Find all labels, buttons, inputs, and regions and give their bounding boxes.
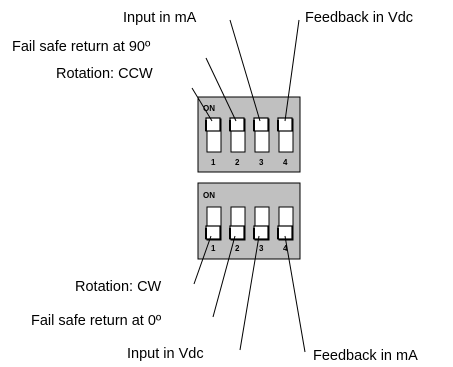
bottom-switch-number-4: 4 [283, 244, 288, 253]
bottom-switch-1[interactable] [205, 206, 222, 241]
top-switch-number-4: 4 [283, 158, 288, 167]
bottom-switch-1-lever [205, 225, 221, 240]
leader-rotation-ccw [191, 87, 213, 122]
bottom-switch-2-lever [229, 225, 245, 240]
leader-input-ma [229, 19, 261, 122]
leader-feedback-ma [284, 235, 306, 353]
label-input-in-vdc: Input in Vdc [127, 346, 204, 362]
label-feedback-in-vdc: Feedback in Vdc [305, 10, 413, 26]
bottom-switch-3[interactable] [253, 206, 270, 241]
leader-input-vdc [239, 235, 260, 351]
top-switch-number-2: 2 [235, 158, 240, 167]
bottom-switch-2[interactable] [229, 206, 246, 241]
top-switch-1[interactable] [205, 117, 222, 153]
leader-fail-safe-90 [205, 57, 237, 122]
label-input-in-ma: Input in mA [123, 10, 197, 26]
top-panel-on-label: ON [203, 104, 215, 113]
label-fail-safe-0: Fail safe return at 0º [31, 313, 162, 329]
top-dip-panel: ON 1 2 3 4 [197, 96, 301, 173]
top-switch-4[interactable] [277, 117, 294, 153]
bottom-switch-4[interactable] [277, 206, 294, 241]
bottom-switch-number-3: 3 [259, 244, 264, 253]
leader-feedback-vdc [284, 19, 300, 122]
bottom-switch-3-lever [253, 225, 269, 240]
bottom-switch-number-1: 1 [211, 244, 216, 253]
top-switch-1-lever [205, 117, 221, 132]
label-rotation-cw: Rotation: CW [75, 279, 162, 295]
top-switch-number-3: 3 [259, 158, 264, 167]
leader-lines [191, 19, 306, 353]
label-feedback-in-ma: Feedback in mA [313, 348, 418, 364]
top-switch-2[interactable] [229, 117, 246, 153]
top-switch-2-lever [229, 117, 245, 132]
bottom-dip-panel: ON 1 2 3 4 [197, 182, 301, 260]
bottom-switch-number-2: 2 [235, 244, 240, 253]
top-switch-3[interactable] [253, 117, 270, 153]
label-fail-safe-90: Fail safe return at 90º [12, 39, 151, 55]
top-switch-number-1: 1 [211, 158, 216, 167]
label-rotation-ccw: Rotation: CCW [56, 66, 153, 82]
bottom-panel-on-label: ON [203, 191, 215, 200]
leader-fail-safe-0 [212, 235, 236, 318]
top-switch-3-lever [253, 117, 269, 132]
leader-rotation-cw [193, 235, 212, 285]
